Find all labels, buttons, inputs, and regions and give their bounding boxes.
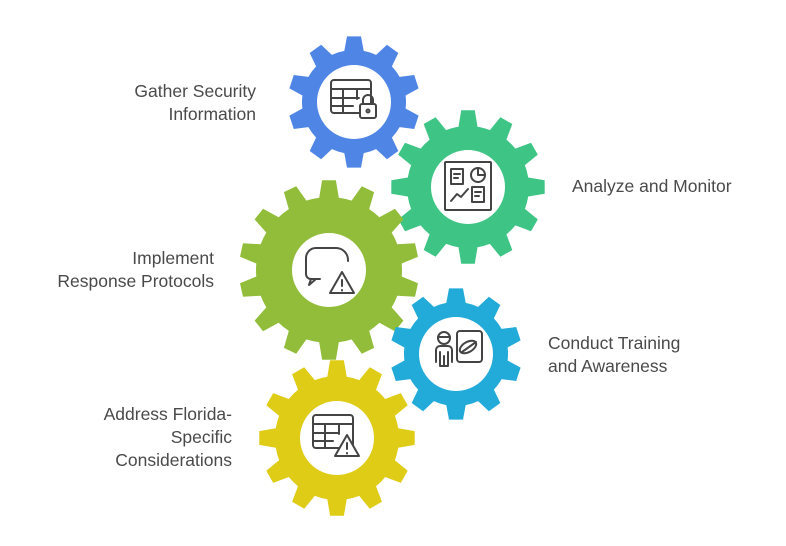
step-label-training: Conduct Training and Awareness — [548, 333, 681, 376]
step-label-implement: Implement Response Protocols — [57, 248, 214, 291]
table-lock-icon — [330, 79, 377, 119]
step-label-gather: Gather Security Information — [134, 81, 256, 124]
step-label-florida: Address Florida- Specific Considerations — [103, 404, 232, 470]
step-label-analyze: Analyze and Monitor — [572, 176, 732, 196]
gear-florida-hub — [300, 401, 374, 475]
gear-analyze-hub — [431, 150, 505, 224]
gear-implement-hub — [292, 233, 366, 307]
dashboard-icon — [444, 161, 492, 211]
presenter-icon — [435, 330, 483, 367]
gear-gather-hub — [317, 65, 391, 139]
chat-warning-icon — [305, 247, 355, 294]
table-warning-icon — [312, 414, 360, 457]
